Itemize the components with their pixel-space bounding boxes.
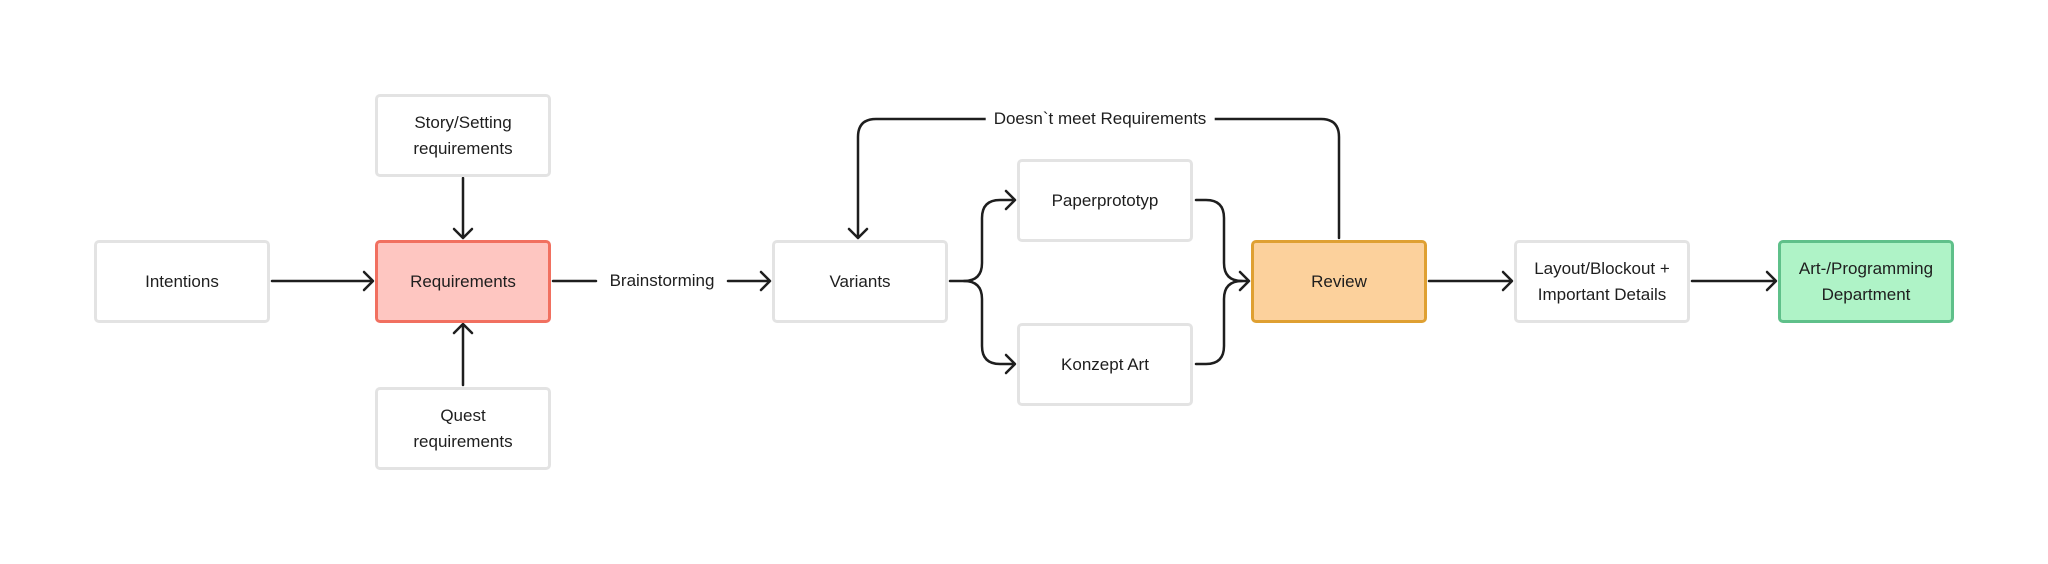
edge-label-brainstorming: Brainstorming: [601, 271, 723, 291]
edge-variants-konzept: [962, 279, 1017, 375]
node-requirements[interactable]: Requirements: [375, 240, 551, 323]
edge-intentions-requirements: [270, 270, 375, 292]
node-paperprototyp[interactable]: Paperprototyp: [1017, 159, 1193, 242]
node-konzept-art[interactable]: Konzept Art: [1017, 323, 1193, 406]
node-label: Konzept Art: [1061, 354, 1149, 374]
node-story-setting-requirements[interactable]: Story/Setting requirements: [375, 94, 551, 177]
node-label: Layout/Blockout + Important Details: [1534, 258, 1670, 304]
node-label: Art-/Programming Department: [1798, 258, 1934, 304]
edge-konzept-review: [1194, 279, 1244, 366]
node-label: Requirements: [410, 271, 516, 291]
edge-quest-requirements: [452, 322, 474, 387]
edge-requirements-variants: [551, 270, 772, 292]
edge-label-loop: Doesn`t meet Requirements: [985, 109, 1215, 129]
edge-story-requirements: [452, 176, 474, 240]
edge-paperprototyp-review: [1194, 198, 1251, 292]
node-variants[interactable]: Variants: [772, 240, 948, 323]
node-label: Paperprototyp: [1051, 190, 1159, 210]
node-label: Intentions: [145, 271, 219, 291]
edge-review-layout: [1427, 270, 1514, 292]
node-quest-requirements[interactable]: Quest requirements: [375, 387, 551, 470]
edge-layout-department: [1690, 270, 1778, 292]
node-label: Review: [1311, 271, 1367, 291]
node-art-programming-department[interactable]: Art-/Programming Department: [1778, 240, 1954, 323]
node-intentions[interactable]: Intentions: [94, 240, 270, 323]
edge-variants-paperprototyp: [948, 189, 1017, 283]
node-label: Quest requirements: [413, 405, 513, 451]
node-label: Story/Setting requirements: [413, 112, 513, 158]
node-label: Variants: [829, 271, 891, 291]
node-review[interactable]: Review: [1251, 240, 1427, 323]
node-layout-blockout[interactable]: Layout/Blockout + Important Details: [1514, 240, 1690, 323]
